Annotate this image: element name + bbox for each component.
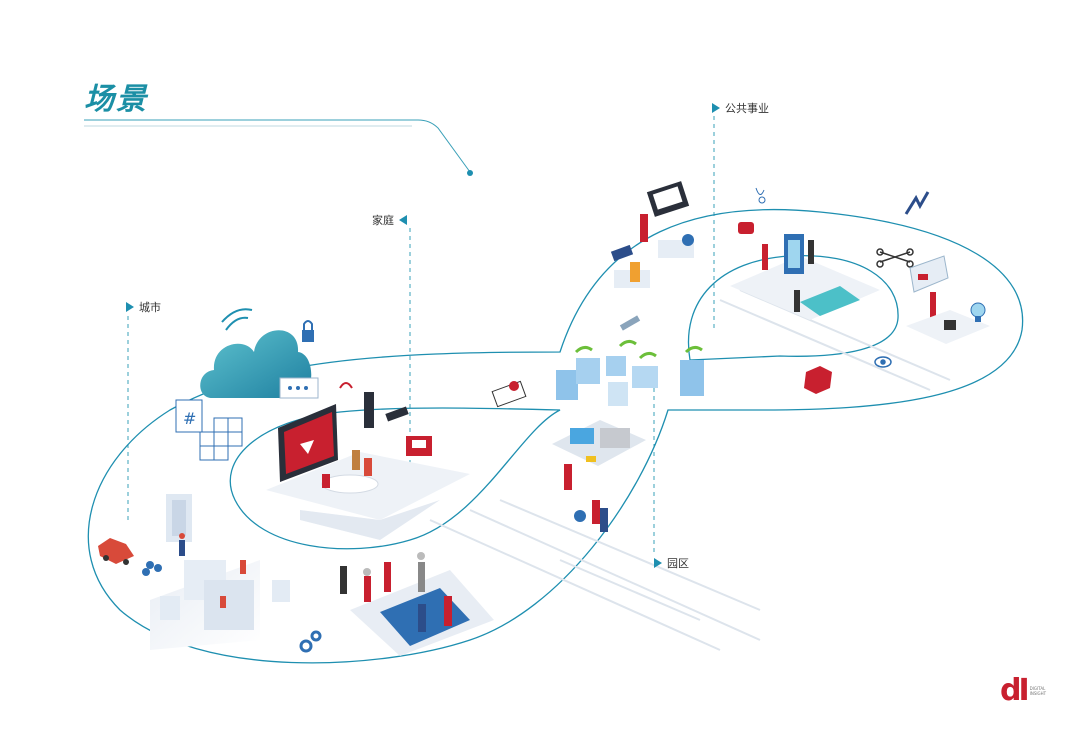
car-icon <box>98 538 134 565</box>
green-wifi-icons <box>574 339 703 360</box>
hashtag-icon: # <box>175 399 203 433</box>
drone-icon <box>876 248 914 268</box>
speaker-device <box>406 436 432 456</box>
logo-text: DIGITAL INSIGHT <box>1029 686 1047 696</box>
brand-logo: dI DIGITAL INSIGHT <box>1000 676 1052 706</box>
triangle-marker-icon <box>712 103 720 113</box>
label-city: 城市 <box>126 299 161 315</box>
headphones-icon <box>339 382 353 389</box>
label-park: 园区 <box>654 555 689 571</box>
label-home: 家庭 <box>372 212 407 228</box>
label-home-text: 家庭 <box>372 214 394 227</box>
triangle-marker-icon <box>654 558 662 568</box>
page-title: 场景 <box>84 82 148 117</box>
triangle-marker-icon <box>126 302 134 312</box>
wifi-icon <box>221 308 253 331</box>
park-cluster <box>552 339 704 532</box>
dots-panel <box>279 377 319 399</box>
bulb-icon <box>970 302 986 322</box>
city-cluster: # <box>98 399 322 653</box>
vr-cluster <box>340 552 494 656</box>
lock-icon <box>302 320 314 342</box>
satellite-icon <box>619 315 641 331</box>
title-underline <box>84 119 473 176</box>
eye-icon <box>874 356 892 368</box>
logo-mark: dI <box>1000 673 1030 708</box>
label-public: 公共事业 <box>712 100 769 116</box>
signal-icon <box>904 191 930 215</box>
label-leader-lines <box>127 116 715 556</box>
label-park-text: 园区 <box>667 557 689 570</box>
label-public-text: 公共事业 <box>725 102 769 115</box>
label-city-text: 城市 <box>139 301 161 314</box>
data-streams <box>429 289 951 651</box>
svg-text:#: # <box>183 409 196 428</box>
public-cluster <box>610 181 990 394</box>
phone-location-icon <box>491 380 527 408</box>
home-cluster <box>266 382 470 540</box>
triangle-marker-icon <box>399 215 407 225</box>
stethoscope-icon <box>755 187 766 204</box>
gears-icon <box>299 630 322 653</box>
cube-stack-icon <box>199 417 243 461</box>
